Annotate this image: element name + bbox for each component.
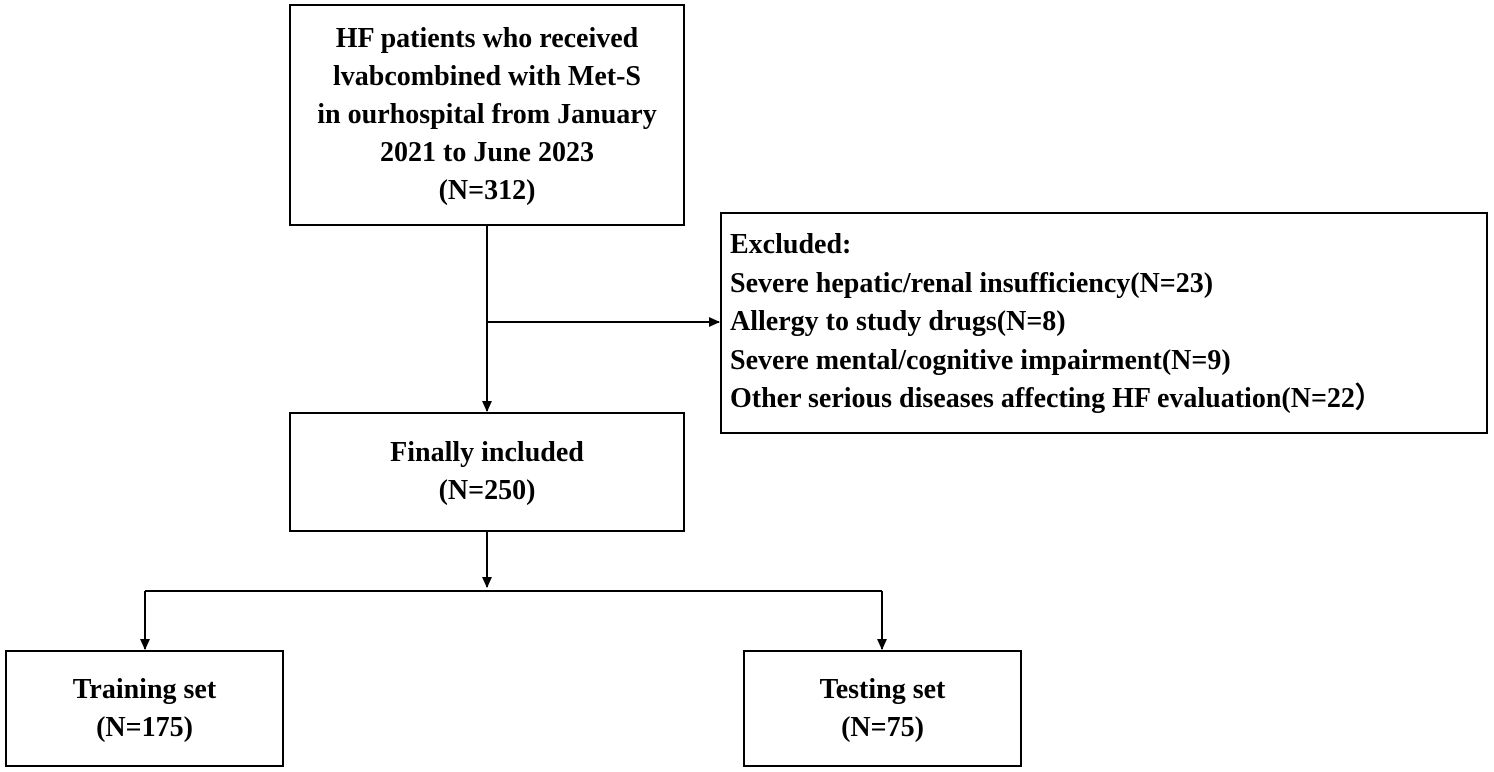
exclusion-item: Allergy to study drugs(N=8) xyxy=(730,306,1066,337)
exclusion-box: Excluded: Severe hepatic/renal insuffici… xyxy=(720,212,1488,434)
enrollment-count: (N=312) xyxy=(438,175,536,206)
training-set-count: (N=175) xyxy=(96,711,193,743)
enrollment-text-line: 2021 to June 2023 xyxy=(380,137,594,168)
training-set-label: Training set xyxy=(72,673,217,705)
exclusion-item: Other serious diseases affecting HF eval… xyxy=(730,383,1383,414)
testing-set-count: (N=75) xyxy=(841,711,924,743)
enrollment-text-line: lvabcombined with Met-S xyxy=(333,61,641,92)
included-label: Finally included xyxy=(390,437,584,468)
enrollment-text-line: in ourhospital from January xyxy=(317,99,657,130)
included-box: Finally included (N=250) xyxy=(289,412,685,532)
testing-set-label: Testing set xyxy=(819,673,946,705)
included-count: (N=250) xyxy=(438,475,536,506)
testing-set-box: Testing set (N=75) xyxy=(743,650,1022,767)
exclusion-item: Severe hepatic/renal insufficiency(N=23) xyxy=(730,267,1214,299)
exclusion-item: Severe mental/cognitive impairment(N=9) xyxy=(730,344,1231,376)
enrollment-text-line: HF patients who received xyxy=(335,23,639,54)
training-set-box: Training set (N=175) xyxy=(5,650,284,767)
exclusion-heading: Excluded: xyxy=(730,229,852,260)
enrollment-box: HF patients who received lvabcombined wi… xyxy=(289,4,685,226)
